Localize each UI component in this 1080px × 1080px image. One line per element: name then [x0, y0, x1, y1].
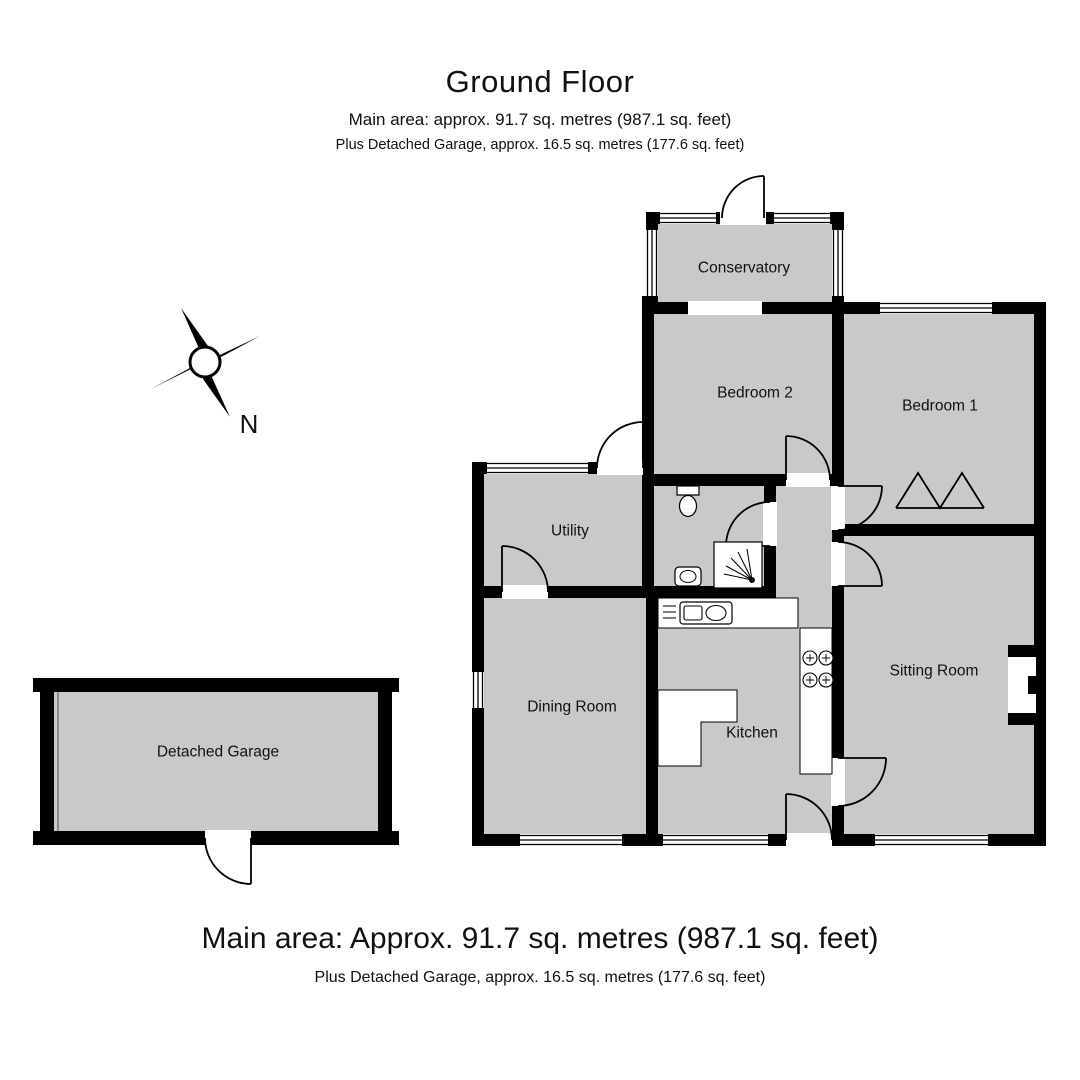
room-label-sitting-room: Sitting Room: [890, 663, 979, 680]
bathroom-fittings: [674, 485, 763, 589]
garage-area-note: Plus Detached Garage, approx. 16.5 sq. m…: [335, 137, 745, 153]
stove-icon: [802, 650, 834, 688]
kitchen-counter-peninsula: [657, 689, 738, 767]
room-label-bedroom2: Bedroom 2: [717, 385, 793, 402]
footer-garage-note: Plus Detached Garage, approx. 16.5 sq. m…: [314, 969, 766, 986]
wardrobe-icon: [895, 471, 985, 510]
room-label-kitchen: Kitchen: [726, 725, 778, 742]
window: [646, 230, 658, 296]
kitchen-fittings: [657, 597, 834, 775]
fireplace-icon: [1008, 645, 1046, 725]
garage-footprint: [40, 678, 392, 845]
window: [660, 212, 716, 224]
plan-footer: Main area: Approx. 91.7 sq. metres (987.…: [0, 922, 1080, 987]
page-title: Ground Floor: [445, 64, 635, 99]
window: [663, 834, 768, 846]
window: [774, 212, 830, 224]
door-swing: [837, 757, 887, 807]
door-swing: [837, 485, 883, 531]
opening-conservatory: [688, 301, 762, 315]
compass-north-label: N: [240, 409, 259, 439]
window: [880, 302, 992, 314]
window: [520, 834, 622, 846]
shower-icon: [713, 541, 763, 589]
kitchen-counter-right: [799, 627, 833, 775]
door-swing: [501, 545, 549, 593]
door-gaps: [205, 211, 845, 847]
window: [487, 462, 588, 474]
kitchen-sink-icon: [663, 601, 733, 625]
door-swing: [785, 435, 831, 481]
compass-rose: N: [151, 308, 260, 439]
door-swing: [721, 175, 765, 219]
door-swing: [785, 793, 833, 841]
room-label-garage: Detached Garage: [157, 744, 279, 761]
main-area-subtitle: Main area: approx. 91.7 sq. metres (987.…: [348, 110, 732, 129]
room-labels: Conservatory Bedroom 2 Bedroom 1 Utility…: [157, 260, 979, 761]
door-swings: [204, 175, 887, 885]
room-label-dining-room: Dining Room: [527, 699, 617, 716]
door-swing: [837, 541, 883, 587]
door-swing: [204, 837, 252, 885]
basin-icon: [674, 566, 702, 587]
conservatory-footprint: [646, 212, 844, 308]
room-label-utility: Utility: [551, 523, 589, 540]
plan-header: Ground Floor Main area: approx. 91.7 sq.…: [0, 64, 1080, 153]
room-label-conservatory: Conservatory: [698, 260, 790, 277]
door-swing: [596, 421, 644, 469]
windows: [472, 212, 992, 846]
room-label-bedroom1: Bedroom 1: [902, 398, 978, 415]
compass-hub: [188, 345, 222, 379]
toilet-icon: [676, 485, 700, 518]
window: [472, 672, 484, 708]
window: [832, 230, 844, 296]
footer-main-area: Main area: Approx. 91.7 sq. metres (987.…: [201, 922, 879, 955]
window: [875, 834, 988, 846]
